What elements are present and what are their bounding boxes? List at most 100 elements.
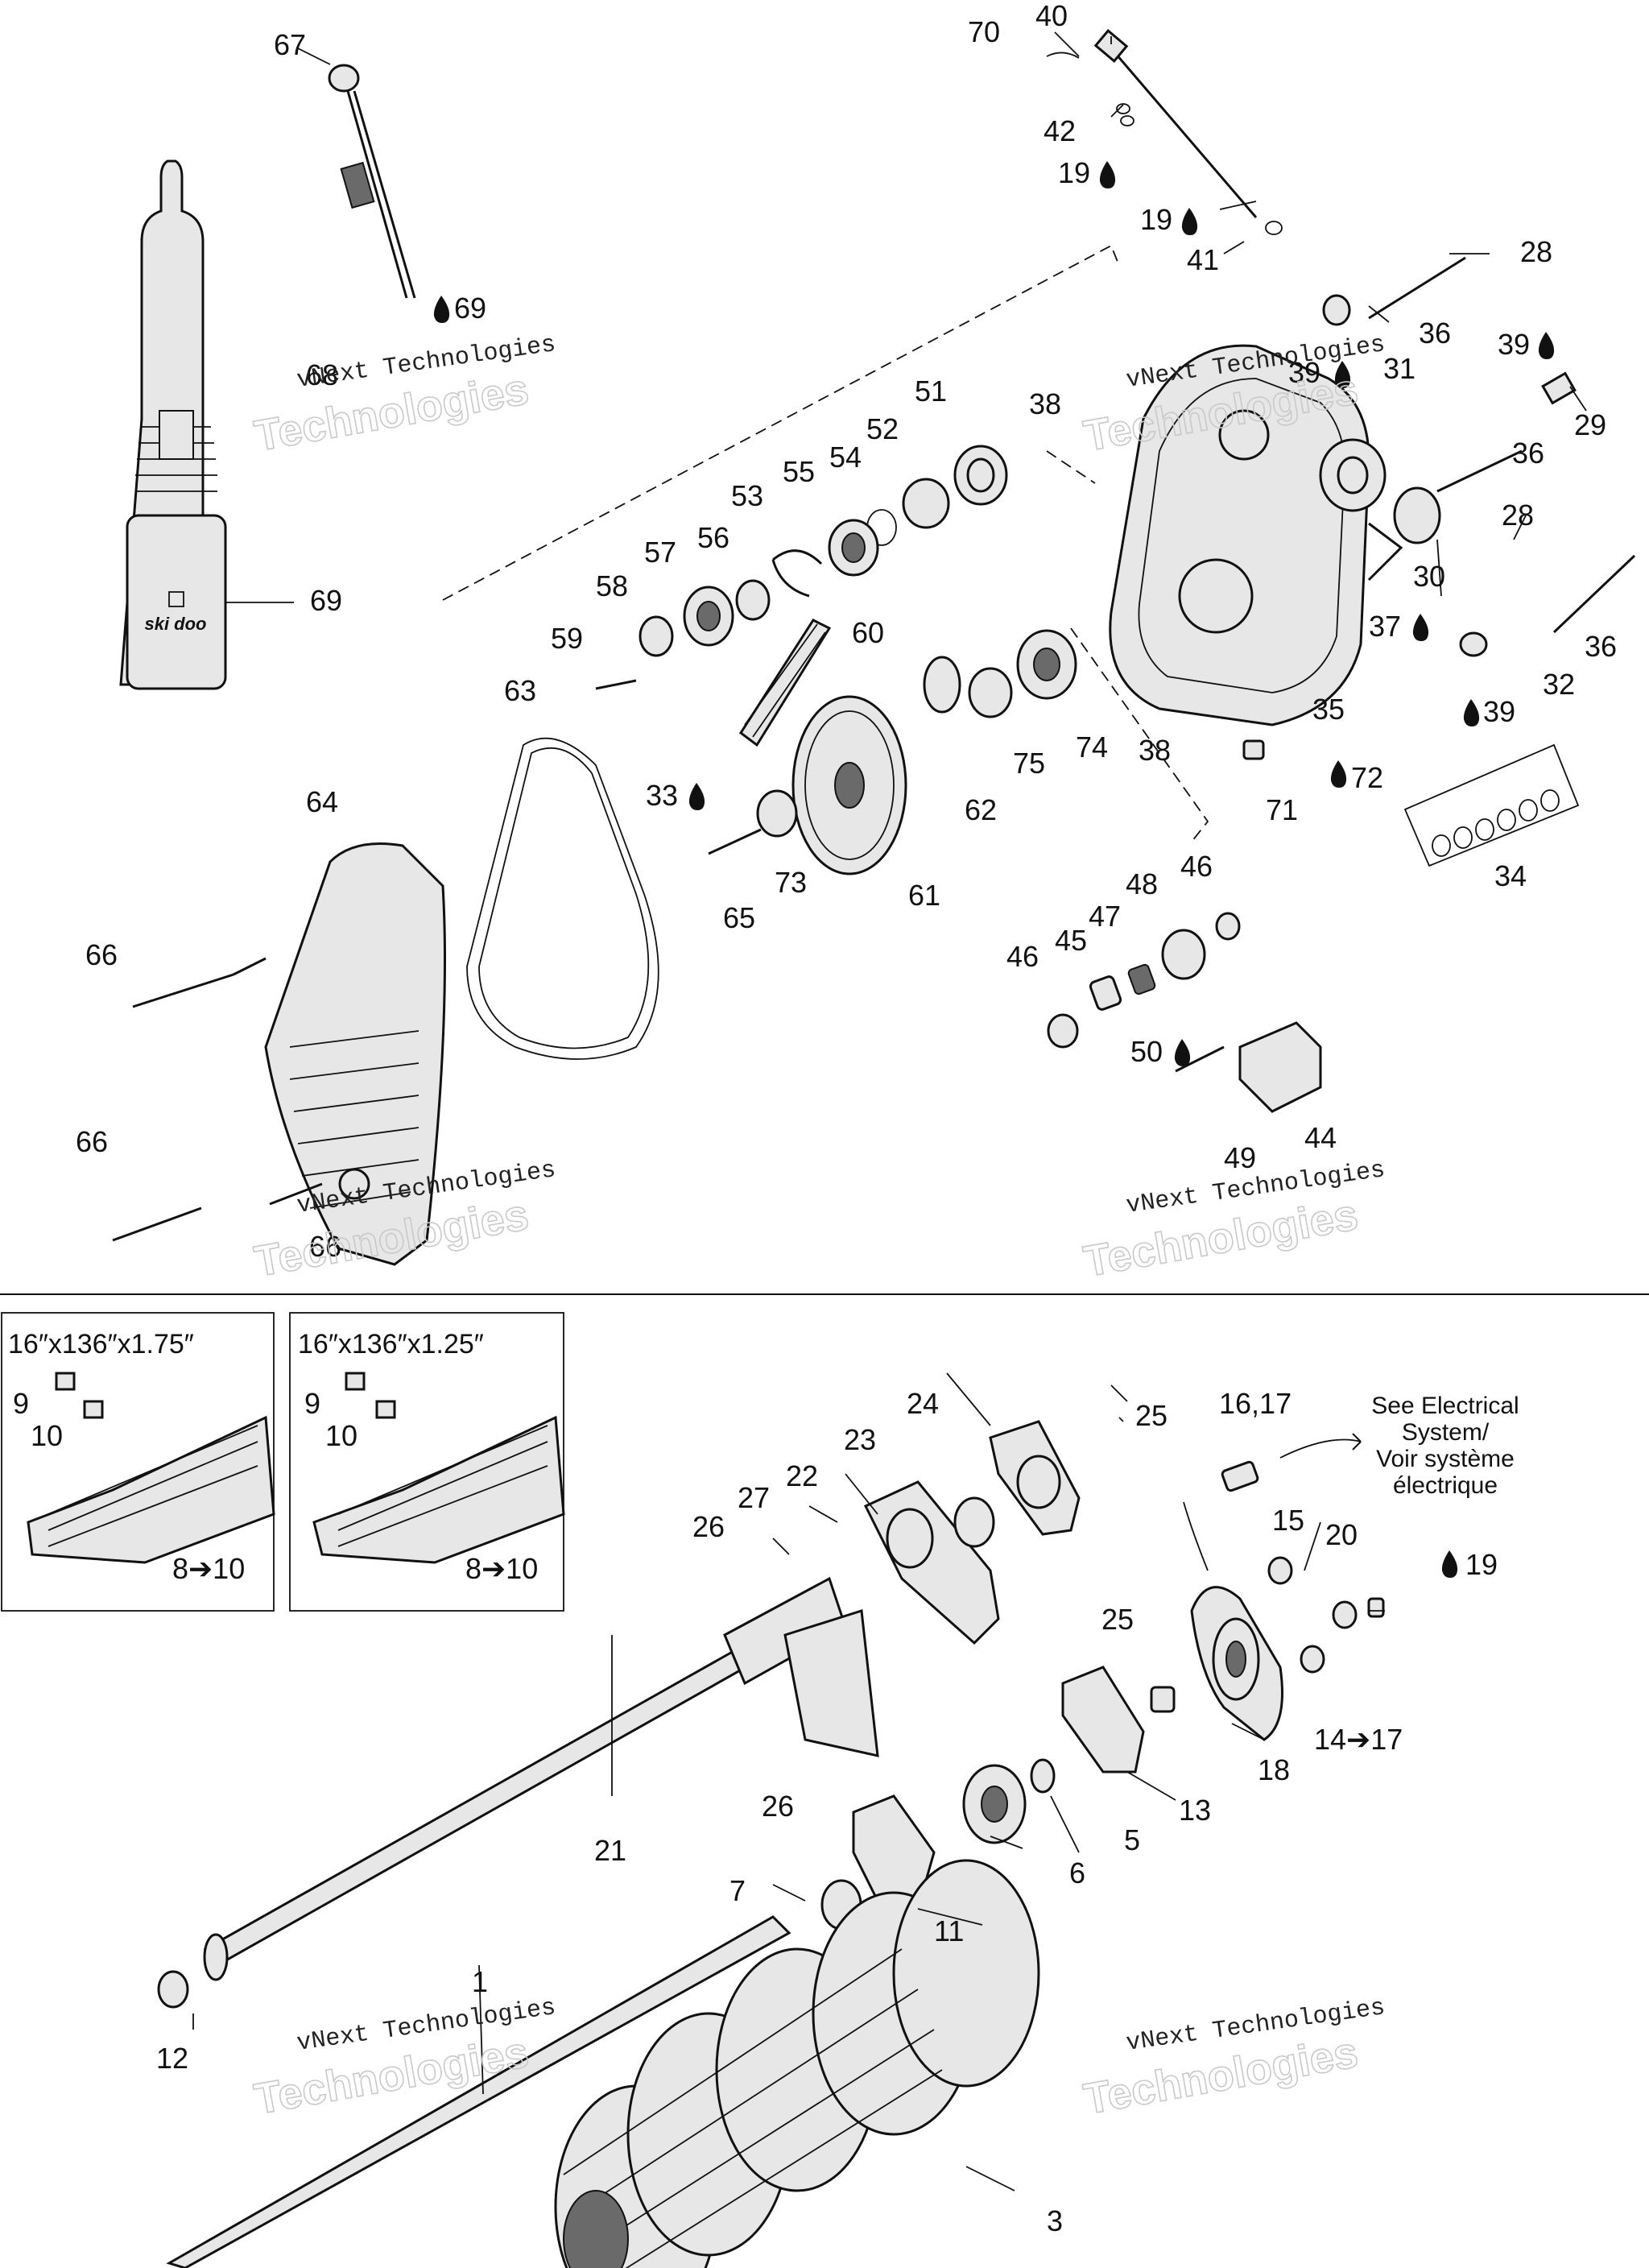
track-option-box-2: 16″x136″x1.25″ [289, 1312, 565, 1612]
callout-74: 74 [1076, 730, 1108, 764]
callout-48: 48 [1126, 867, 1158, 900]
svg-text:électrique: électrique [1393, 1472, 1498, 1499]
drive-sprockets-part-3 [554, 1859, 1040, 2268]
callout-66a: 66 [85, 938, 118, 971]
callout-42: 42 [1044, 114, 1076, 147]
svg-text:Voir système: Voir système [1376, 1446, 1515, 1472]
callout-69b: 69 [310, 584, 342, 617]
callout-46a: 46 [1180, 850, 1213, 883]
callout-5: 5 [1124, 1823, 1140, 1856]
callout-36a: 36 [1419, 317, 1451, 350]
upper-gear-stack [595, 445, 1008, 690]
sensor-wire [1183, 1501, 1209, 1571]
callout-36b: 36 [1512, 437, 1544, 470]
callout-61: 61 [908, 879, 940, 912]
plate-part-13 [1061, 1666, 1145, 1773]
callout-67: 67 [274, 28, 306, 61]
callout-24: 24 [907, 1387, 939, 1420]
callout-25a: 25 [1135, 1399, 1168, 1432]
chain-part-60 [738, 619, 832, 747]
sprocket-part-61 [791, 629, 1077, 875]
callout-28a: 28 [1520, 235, 1552, 268]
speed-sensor-part-15 [1221, 1460, 1259, 1492]
grease-fitting-part-19 [1367, 1597, 1385, 1618]
callout-34: 34 [1494, 859, 1527, 892]
callout-7: 7 [729, 1874, 746, 1907]
nut-part-18 [1150, 1686, 1176, 1713]
bolt-part-29 [1541, 371, 1577, 405]
svg-text:See Electrical: See Electrical [1371, 1393, 1519, 1419]
callout-26a: 26 [692, 1510, 725, 1543]
callout-39a: 39 [1498, 328, 1530, 361]
callout-70: 70 [968, 15, 1000, 48]
drive-axle-part-21 [203, 1576, 847, 1981]
bolt-part-28a [1368, 256, 1466, 320]
callout-39c: 39 [1483, 695, 1515, 728]
callout-1: 1 [472, 1965, 488, 1998]
bolt-part-28b [1436, 449, 1523, 493]
callout-18: 18 [1258, 1753, 1290, 1786]
callout-73: 73 [775, 866, 807, 899]
callout-11: 11 [934, 1914, 964, 1947]
bottle-brand-label: ski doo [144, 614, 206, 634]
bolt-part-65 [708, 828, 762, 855]
callout-45: 45 [1055, 924, 1087, 957]
nut-part-20b [1332, 1600, 1358, 1629]
plug-part-71 [1242, 739, 1265, 760]
callout-64: 64 [306, 785, 338, 818]
callout-10b: 10 [325, 1419, 357, 1452]
callout-14-17: 14➔17 [1314, 1723, 1403, 1756]
callout-25b: 25 [1101, 1603, 1134, 1636]
callout-31: 31 [1383, 352, 1415, 385]
chaincase-housing-part-35 [1109, 344, 1403, 726]
callout-65: 65 [723, 901, 755, 934]
callout-32: 32 [1543, 668, 1575, 701]
callout-30: 30 [1413, 560, 1445, 593]
callout-15: 15 [1272, 1504, 1304, 1537]
callout-63: 63 [504, 674, 536, 707]
callout-19a: 19 [1058, 156, 1090, 189]
watermark-5: vNext Technologies Technologies [250, 1994, 557, 2124]
callout-53: 53 [731, 479, 763, 512]
callout-8-10b: 8➔10 [465, 1552, 538, 1585]
tensioner-assembly-parts-44-50 [1047, 912, 1322, 1113]
callout-60: 60 [852, 616, 884, 649]
callout-49: 49 [1224, 1141, 1256, 1174]
svg-text:System/: System/ [1402, 1419, 1490, 1446]
watermark-6: vNext Technologies Technologies [1080, 1994, 1387, 2124]
callout-38a: 38 [1029, 387, 1061, 420]
callout-69a: 69 [454, 292, 486, 325]
callout-9a: 9 [13, 1387, 29, 1420]
callout-28b: 28 [1502, 499, 1534, 532]
callout-19b: 19 [1140, 203, 1172, 236]
spacer-part-62 [923, 656, 961, 714]
support-plate [783, 1609, 879, 1757]
callout-10a: 10 [31, 1419, 63, 1452]
callout-59: 59 [551, 622, 583, 655]
callout-66b: 66 [76, 1125, 108, 1158]
screw-part-66b [112, 1206, 202, 1242]
callout-51: 51 [915, 375, 947, 408]
callout-72: 72 [1351, 761, 1383, 794]
callout-16-17: 16,17 [1219, 1387, 1292, 1420]
callout-44: 44 [1304, 1121, 1337, 1154]
callout-40: 40 [1035, 0, 1068, 32]
screw-part-66a [132, 973, 234, 1008]
callout-27: 27 [738, 1481, 770, 1514]
watermark-4: vNext Technologies Technologies [1080, 1157, 1387, 1286]
track-box-1-title: 16″x136″x1.75″ [8, 1329, 194, 1360]
callout-50: 50 [1130, 1035, 1163, 1068]
watermark-1: vNext Technologies Technologies [250, 331, 557, 461]
callout-8-10a: 8➔10 [172, 1552, 245, 1585]
tensioner-rod-part-40 [1110, 48, 1258, 218]
callout-35: 35 [1312, 693, 1345, 726]
shaft-part-1 [166, 1915, 791, 2268]
callout-75: 75 [1013, 747, 1045, 780]
screw-part-66c [269, 1182, 323, 1206]
chaincase-cover-part-64 [264, 842, 446, 1266]
callout-39b: 39 [1288, 356, 1320, 389]
callout-21: 21 [594, 1834, 626, 1867]
nut-part-32 [1459, 631, 1488, 657]
callout-38b: 38 [1139, 734, 1171, 767]
